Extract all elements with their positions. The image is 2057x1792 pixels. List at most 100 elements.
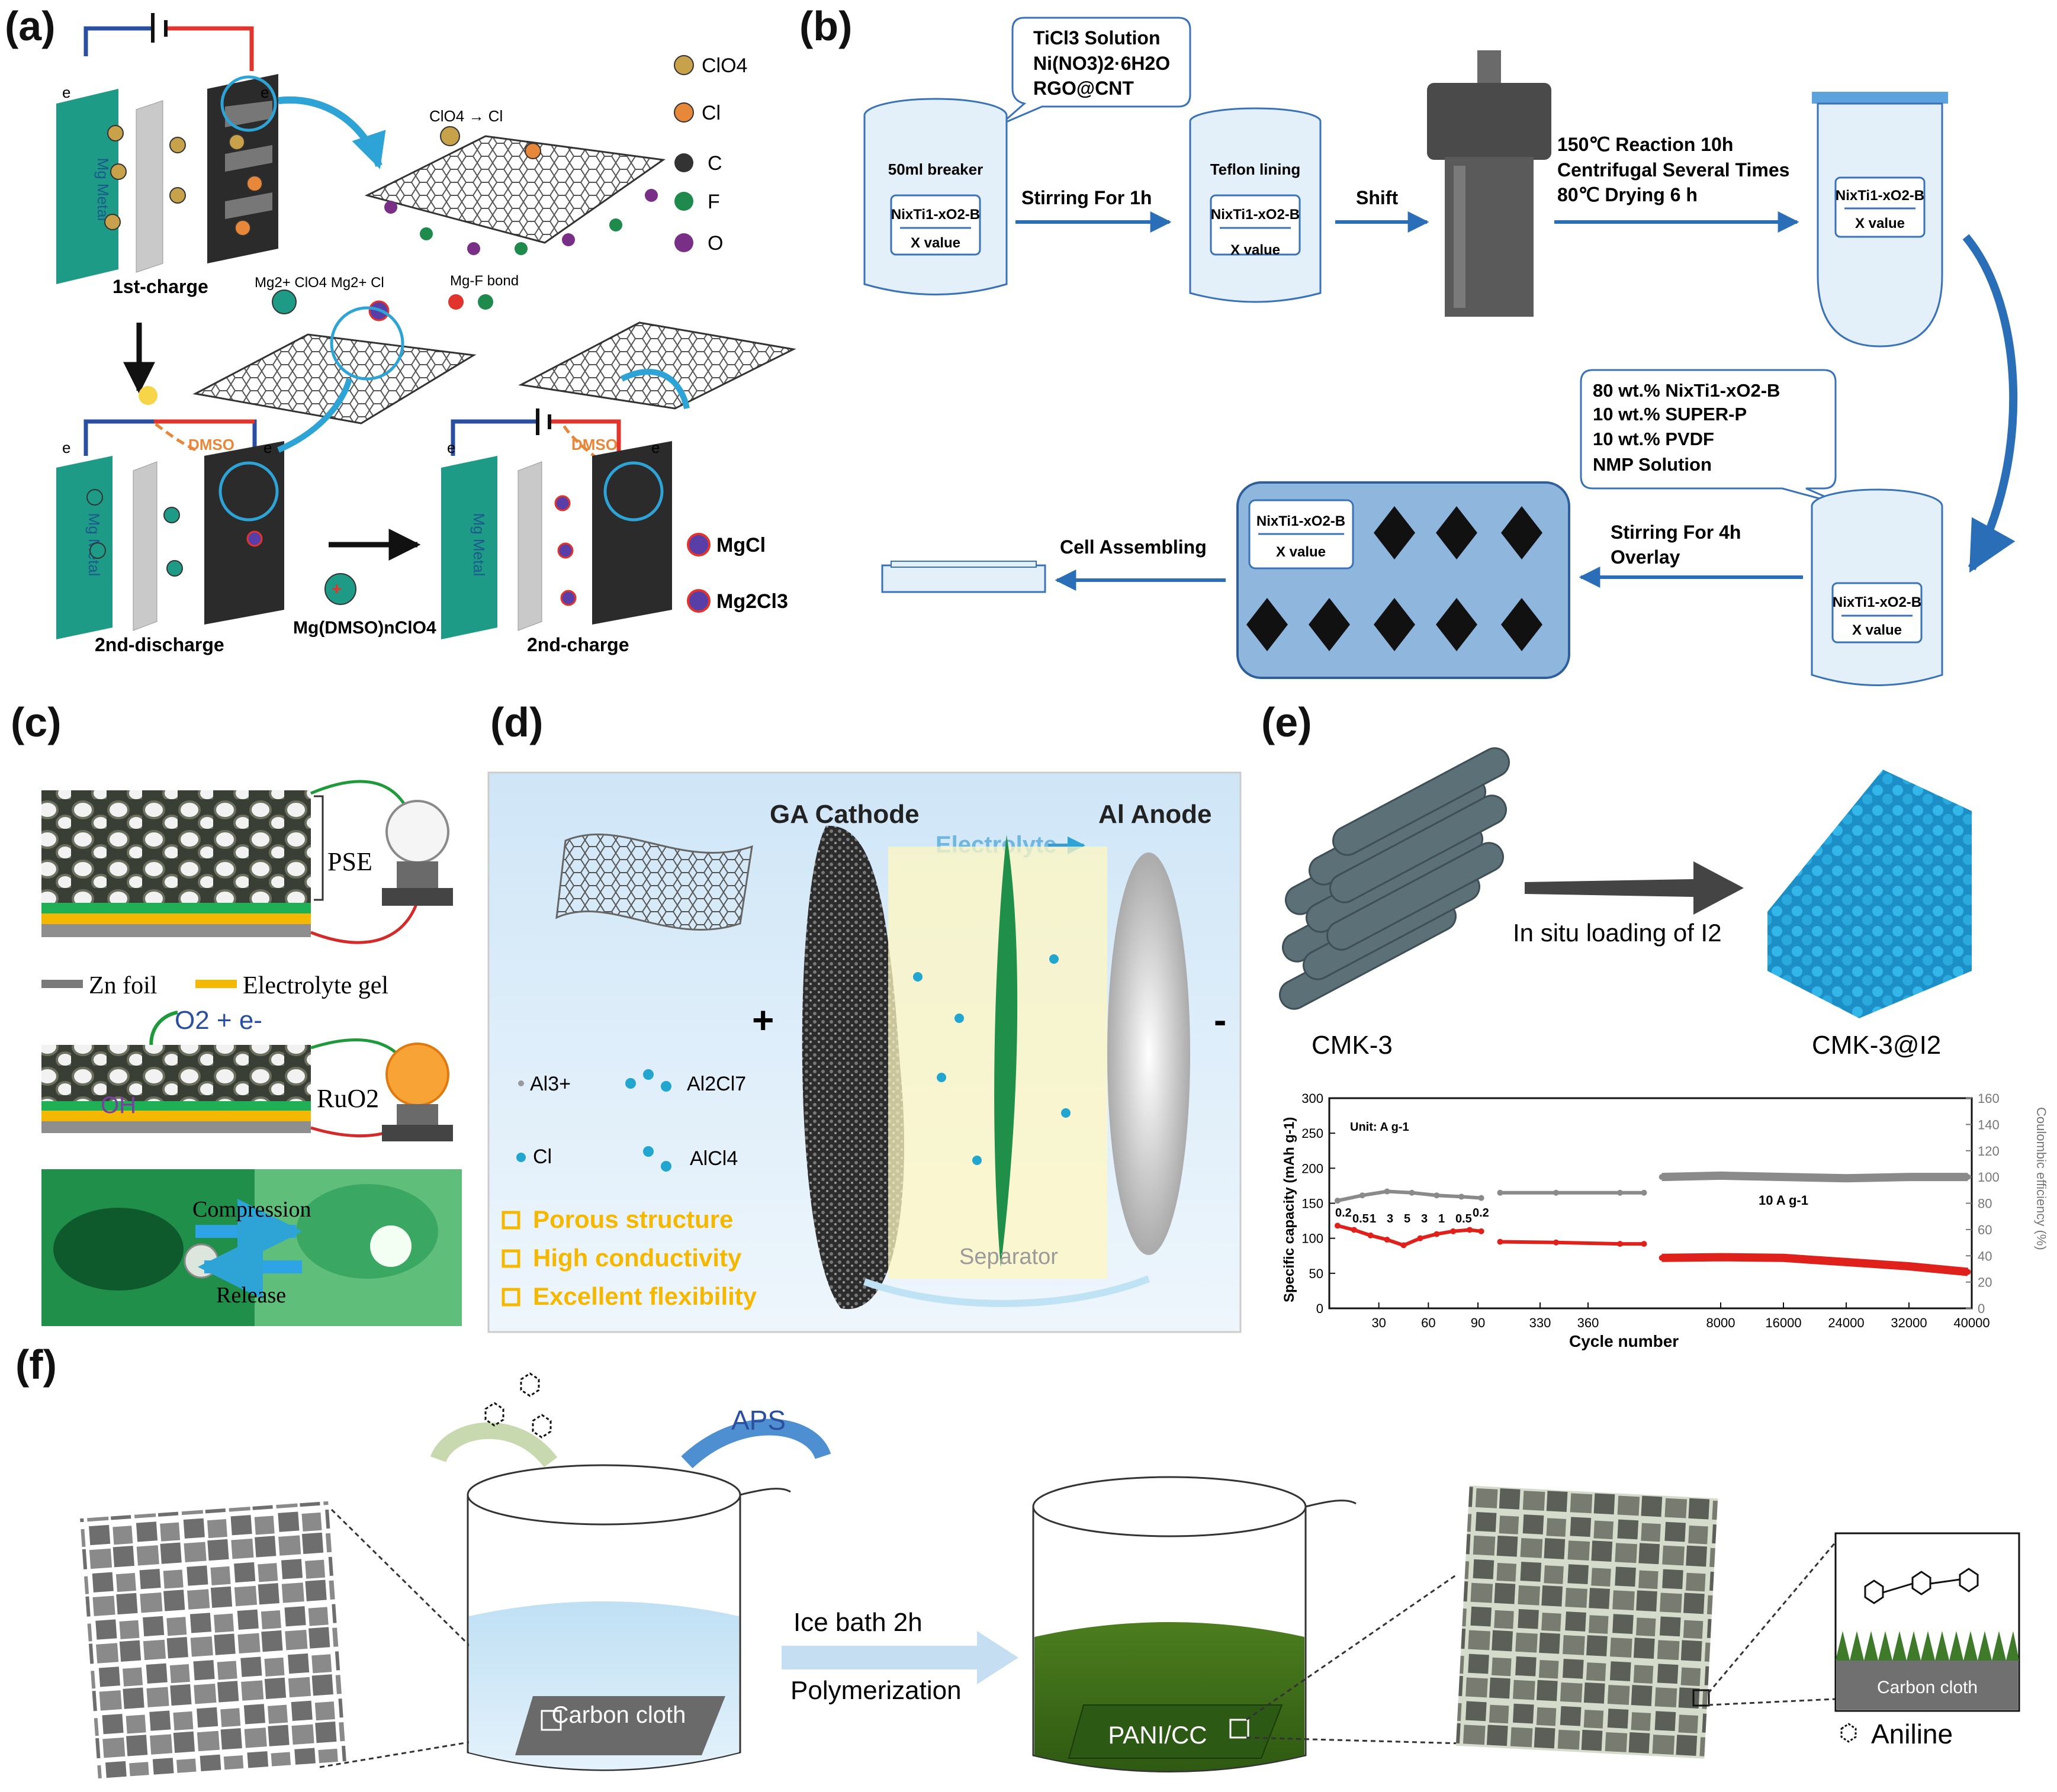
ion-particle [1049,954,1059,964]
panel-label-e: (e) [1261,699,1312,745]
alcl4-icon [643,1146,654,1157]
aniline-molecule-icon [520,1372,540,1397]
graphene-aerogel-sheet [555,834,753,931]
x-tick-label: 16000 [1765,1315,1801,1330]
x-tick-label: 360 [1577,1315,1599,1330]
electrolyte-layer [41,903,311,913]
long-cycle-label: 10 A g-1 [1759,1193,1808,1208]
cmk3-i2-label: CMK-3@I2 [1812,1031,1941,1060]
data-point [1384,1188,1390,1195]
data-point [1617,1241,1623,1247]
bubble-line: RGO@CNT [1033,78,1134,99]
al-anode [1107,852,1190,1255]
reagent-bubble [1000,17,1191,126]
chart-series [1334,1171,1971,1276]
panel-b: TiCl3 Solution Ni(NO3)2·6H2O RGO@CNT 50m… [863,17,2018,686]
loading-label: In situ loading of I2 [1513,919,1722,947]
beaker-1: Carbon cloth [467,1464,791,1771]
al2cl7-icon [661,1081,671,1092]
y2-tick-label: 0 [1978,1301,1985,1316]
rate-label: 0.2 [1335,1207,1352,1220]
clo4-ion [107,125,124,141]
sample-label: NixTi1-xO2-B [1836,188,1924,204]
rate-label: 3 [1387,1212,1393,1225]
compression-label: Compression [192,1197,311,1222]
cl-ion [234,220,251,236]
alcl4-label: AlCl4 [690,1147,738,1170]
legend-o: O [708,232,723,255]
carbon-rod [1326,842,1504,951]
data-point [1478,1228,1484,1234]
y2-tick-label: 100 [1978,1170,2000,1185]
ice-bath-label: Ice bath 2h [793,1608,923,1637]
ga-cathode [802,825,904,1310]
bubble-line: 10 wt.% SUPER-P [1593,404,1747,424]
zoom-line [1246,1574,1457,1721]
x-tick-label: 32000 [1891,1315,1927,1330]
aniline-molecules [484,1372,552,1439]
feature-bullet [502,1288,520,1307]
graphene-sheet-top: ClO4 → Cl [364,107,666,255]
release-label: Release [216,1283,286,1308]
mgf-bond-icon [448,294,464,310]
mg-ion [272,289,297,314]
separator [518,461,542,631]
electrode-piece [1246,598,1288,651]
aniline-arrow [430,1422,558,1468]
rate-label: 0.5 [1455,1212,1472,1225]
pani-cc-label: PANI/CC [1108,1721,1207,1749]
gel-swatch [195,980,237,988]
legend-f: F [708,191,720,213]
autoclave-knob [1477,50,1501,86]
electrode-piece [1436,506,1477,559]
bulb-base [397,1104,438,1125]
rate-label: 1 [1438,1212,1445,1225]
zoom-arrow [620,369,690,410]
dmso-arrow [561,422,599,460]
zoom-circle [220,75,277,132]
rate-label: 0.2 [1473,1207,1489,1220]
pse-label: PSE [327,847,372,876]
x-tick-label: 24000 [1828,1315,1864,1330]
legend-mg2cl3: Mg2Cl3 [716,590,788,613]
reaction-line: 80℃ Drying 6 h [1557,184,1698,205]
inset-surface: Carbon cloth [1834,1532,2020,1712]
electrode-piece [1309,598,1350,651]
data-point [1659,1254,1665,1261]
carbon-cloth-substrate [1837,1661,2018,1710]
f-atom [609,218,622,231]
panel-c: PSE Zn foil Electrolyte gel O2 + e- OH R… [41,780,462,1326]
clo4-ion [110,163,127,180]
bubble-line: NMP Solution [1593,454,1712,475]
data-point [1965,1174,1971,1180]
clo4-ion [169,137,186,153]
panel-d: GA Cathode Al Anode Electrolyte + - Sepa… [487,771,1242,1333]
series-line [1661,1171,1968,1183]
cl-label: Cl [533,1146,552,1168]
carbon-cloth-label: Carbon cloth [552,1702,686,1728]
ion-particle [972,1156,982,1165]
graphite-cathode [592,441,672,625]
beaker-spout [1305,1500,1357,1508]
chart-frame [1328,1097,1973,1310]
o-atom [645,189,658,202]
mg-reaction-label: Mg2+ ClO4 Mg2+ Cl [255,275,384,291]
cmk3-rods [1261,747,1516,1010]
f-atom [420,227,433,240]
x-value-label: X value [1230,242,1280,258]
clo4-ion [169,187,186,204]
legend-f-icon [674,192,693,211]
panel-label-f: (f) [15,1341,57,1388]
electron-label: e [62,83,70,101]
unit-note: Unit: A g-1 [1350,1121,1409,1134]
alcl4-icon [661,1161,671,1172]
data-point [1718,1172,1724,1179]
feature-bullet [502,1249,520,1268]
data-point [1334,1222,1341,1229]
dmso-label: DMSO [571,436,618,453]
data-point [1434,1192,1440,1199]
legend-cl-icon [674,102,694,123]
separator [136,100,163,273]
feature-flexibility: Excellent flexibility [533,1282,757,1310]
o-atom [384,201,397,214]
